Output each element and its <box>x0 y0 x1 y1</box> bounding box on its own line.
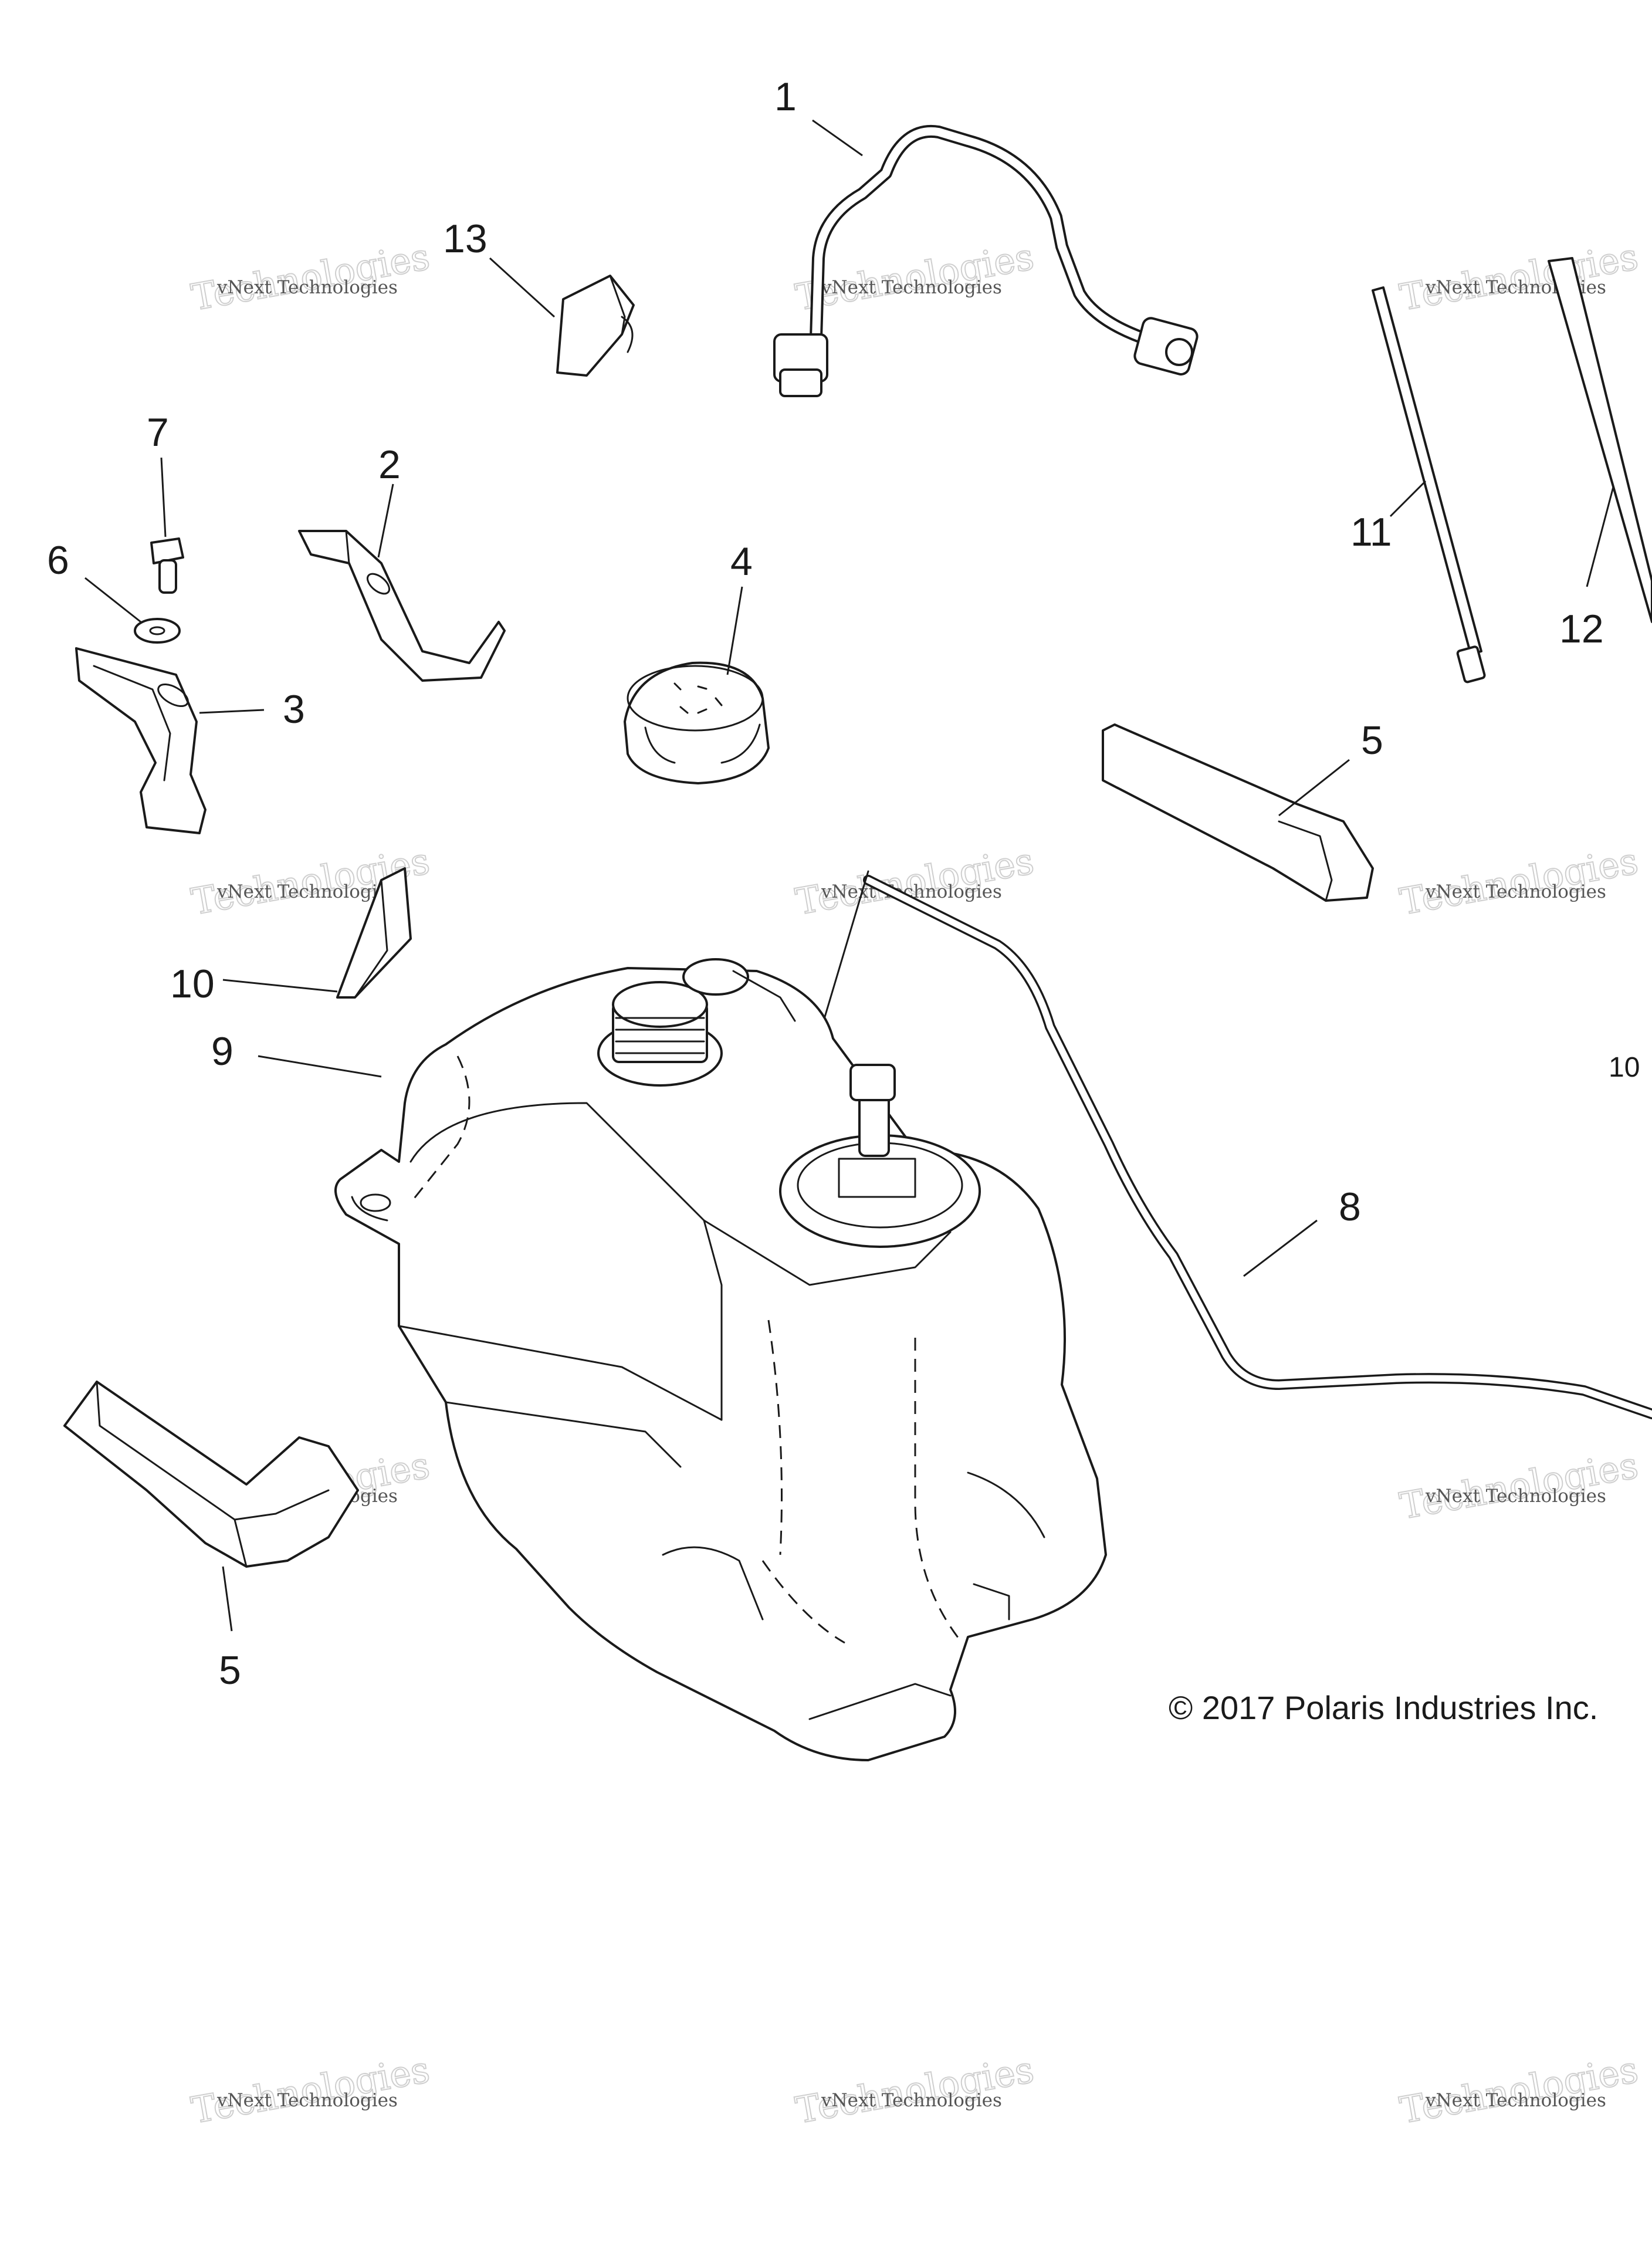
callout-5-lower: 5 <box>219 1648 241 1693</box>
leader-8 <box>1243 1219 1318 1277</box>
part-12-strap[interactable] <box>1548 257 1652 623</box>
hose-connector-right <box>1133 317 1199 376</box>
watermark-small-text: vNext Technologies <box>216 881 398 902</box>
leader-10 <box>222 979 338 993</box>
part-1-vent-hose[interactable] <box>773 124 1199 397</box>
callout-7: 7 <box>147 410 169 455</box>
leader-6 <box>84 577 141 623</box>
watermark-small-text: vNext Technologies <box>821 277 1002 298</box>
callout-2: 2 <box>378 442 401 487</box>
watermark: Technologies vNext Technologies <box>188 234 434 319</box>
part-10-foam-strip[interactable] <box>336 867 412 999</box>
watermark: Technologies vNext Technologies <box>1396 2047 1642 2132</box>
part-7-bolt[interactable] <box>150 537 184 594</box>
watermark-small-text: vNext Technologies <box>1425 2090 1606 2111</box>
leader-4 <box>726 586 743 675</box>
callout-3: 3 <box>283 687 305 732</box>
callout-13: 13 <box>443 216 488 261</box>
callout-10: 10 <box>170 962 215 1006</box>
leader-7 <box>160 457 167 537</box>
part-6-washer[interactable] <box>134 618 181 644</box>
part-9-fuel-tank[interactable] <box>334 958 1107 1761</box>
part-3-bracket[interactable] <box>75 647 206 834</box>
leader-5-lower <box>222 1566 233 1632</box>
callout-12: 12 <box>1559 607 1604 651</box>
leader-2 <box>377 483 394 558</box>
part-11-cable-tie[interactable] <box>1372 286 1486 684</box>
callout-5-upper: 5 <box>1361 718 1383 763</box>
watermark: Technologies vNext Technologies <box>1396 838 1642 923</box>
leader-9 <box>258 1055 382 1078</box>
watermark-small-text: vNext Technologies <box>1425 881 1606 902</box>
hose-connector-left <box>773 333 828 397</box>
callout-1: 1 <box>774 75 797 119</box>
watermark: Technologies vNext Technologies <box>792 2047 1038 2132</box>
watermark-small-text: vNext Technologies <box>1425 1486 1606 1507</box>
watermark-small-text: vNext Technologies <box>216 2090 398 2111</box>
part-4-fuel-cap[interactable] <box>624 661 770 784</box>
part-5-foam-pad-lower[interactable] <box>63 1381 359 1568</box>
copyright-notice: © 2017 Polaris Industries Inc. <box>1169 1689 1598 1726</box>
watermark-small-text: vNext Technologies <box>821 2090 1002 2111</box>
callout-10-partial: 10 <box>1609 1052 1640 1083</box>
part-13-clip[interactable] <box>556 275 635 377</box>
leader-12 <box>1586 486 1614 587</box>
leader-1 <box>812 119 863 157</box>
watermark: Technologies vNext Technologies <box>792 234 1038 319</box>
watermark: Technologies vNext Technologies <box>1396 1443 1642 1528</box>
callout-9: 9 <box>211 1029 233 1074</box>
leader-3 <box>199 709 265 714</box>
part-2-bracket[interactable] <box>298 530 506 682</box>
leader-11 <box>1389 480 1427 517</box>
leader-5-upper <box>1278 759 1350 817</box>
watermark: Technologies vNext Technologies <box>792 838 1038 923</box>
part-5-foam-pad-upper[interactable] <box>1102 723 1374 902</box>
watermark: Technologies vNext Technologies <box>1396 234 1642 319</box>
callout-6: 6 <box>47 538 69 583</box>
leader-13 <box>489 257 556 318</box>
watermark-small-text: vNext Technologies <box>216 277 398 298</box>
callout-11: 11 <box>1350 510 1392 554</box>
callout-8: 8 <box>1339 1185 1361 1229</box>
callout-4: 4 <box>730 539 753 584</box>
watermark: Technologies vNext Technologies <box>188 2047 434 2132</box>
